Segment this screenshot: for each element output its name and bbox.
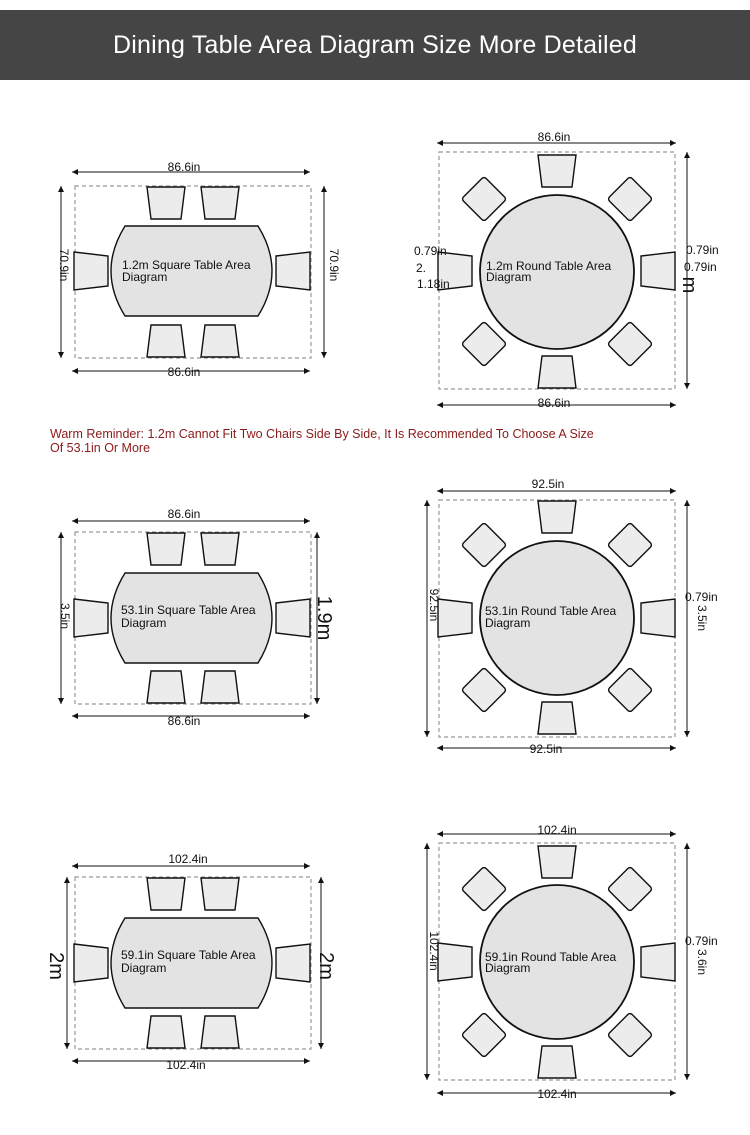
chair — [146, 1015, 186, 1049]
chair — [200, 1015, 240, 1049]
dim-right: 1.9m — [313, 596, 335, 640]
chair — [73, 943, 109, 983]
chair — [437, 942, 473, 982]
round-table-diagram-1: 86.6in 86.6in 1.2m Round Table Area Diag… — [414, 130, 719, 410]
chair — [146, 186, 186, 220]
square-table-diagram-3: 102.4in 102.4in 2m 2m 59.1in Square Tabl… — [45, 852, 337, 1072]
dim-left: 3.5in — [58, 603, 72, 629]
chair — [537, 154, 577, 188]
dim-left-a: 0.79in — [414, 244, 447, 258]
table-shape — [110, 225, 273, 317]
chair — [73, 251, 109, 291]
dim-top: 86.6in — [168, 507, 201, 521]
square-table-diagram-1: 86.6in 86.6in 70.9in 70.9in 1.2m Square … — [57, 160, 341, 379]
table-label-line1: 1.2m Square Table Area — [122, 258, 251, 272]
dim-top: 102.4in — [168, 852, 207, 866]
dim-left: 2m — [45, 952, 67, 980]
chair — [275, 598, 311, 638]
table-label-line2: Diagram — [485, 616, 530, 630]
table-label-line1: 1.2m Round Table Area — [486, 259, 612, 273]
dim-left-c: 1.18in — [417, 277, 450, 291]
table-label-line1: 59.1in Square Table Area — [121, 948, 256, 962]
dim-bottom: 102.4in — [537, 1087, 576, 1101]
dim-bottom: 102.4in — [166, 1058, 205, 1072]
dim-right-a: 0.79in — [685, 934, 718, 948]
dim-left: 70.9in — [57, 249, 71, 282]
dim-bottom: 86.6in — [168, 714, 201, 728]
chair — [437, 598, 473, 638]
chair — [606, 666, 654, 714]
dim-right-a: 0.79in — [686, 243, 719, 257]
table-shape — [479, 884, 635, 1040]
table-label-line1: 59.1in Round Table Area — [485, 950, 617, 964]
page-title: Dining Table Area Diagram Size More Deta… — [113, 30, 637, 59]
dim-bottom: 86.6in — [168, 365, 201, 379]
warm-reminder: Warm Reminder: 1.2m Cannot Fit Two Chair… — [50, 427, 594, 455]
chair — [200, 186, 240, 220]
chair — [537, 500, 577, 534]
chair — [537, 845, 577, 879]
table-shape — [479, 540, 635, 696]
dim-right-b: 3.6in — [695, 949, 709, 975]
dim-right-a: 0.79in — [685, 590, 718, 604]
chair — [460, 666, 508, 714]
chair — [606, 521, 654, 569]
chair — [640, 942, 676, 982]
chair — [460, 865, 508, 913]
dim-right-c: m — [678, 277, 700, 294]
chair — [275, 251, 311, 291]
table-shape — [479, 194, 635, 350]
table-label-line2: Diagram — [485, 961, 530, 975]
chair — [275, 943, 311, 983]
dim-top: 102.4in — [537, 823, 576, 837]
round-table-diagram-3: 102.4in 102.4in 102.4in 59.1in Round Tab… — [424, 823, 718, 1101]
dim-right-b: 0.79in — [684, 260, 717, 274]
chair — [146, 670, 186, 704]
dim-top: 92.5in — [532, 477, 565, 491]
table-label-line1: 53.1in Round Table Area — [485, 604, 617, 618]
chair — [200, 532, 240, 566]
table-label-line2: Diagram — [121, 961, 166, 975]
round-table-diagram-2: 92.5in 92.5in 92.5in 53.1in Round Table … — [424, 477, 718, 756]
chair — [606, 320, 654, 368]
chair — [460, 175, 508, 223]
chair — [537, 1045, 577, 1079]
dim-bottom: 86.6in — [538, 396, 571, 410]
chair — [146, 877, 186, 911]
chair — [606, 175, 654, 223]
chair — [460, 1011, 508, 1059]
chair — [537, 701, 577, 735]
chair — [146, 324, 186, 358]
dim-top: 86.6in — [538, 130, 571, 144]
dim-right: 2m — [315, 952, 337, 980]
chair — [640, 598, 676, 638]
chair — [460, 521, 508, 569]
table-shape — [110, 917, 273, 1009]
chair — [73, 598, 109, 638]
dim-bottom: 92.5in — [530, 742, 563, 756]
chair — [606, 865, 654, 913]
table-label-line2: Diagram — [122, 270, 167, 284]
chair — [146, 532, 186, 566]
chair — [200, 670, 240, 704]
dim-top: 86.6in — [168, 160, 201, 174]
header-banner: Dining Table Area Diagram Size More Deta… — [0, 10, 750, 80]
table-shape — [110, 572, 273, 664]
chair — [200, 877, 240, 911]
dim-left-b: 2. — [416, 261, 426, 275]
chair — [640, 251, 676, 291]
chair — [606, 1011, 654, 1059]
table-label-line1: 53.1in Square Table Area — [121, 603, 256, 617]
chair — [460, 320, 508, 368]
table-label-line2: Diagram — [121, 616, 166, 630]
chair — [200, 324, 240, 358]
square-table-diagram-2: 86.6in 86.6in 3.5in 1.9m 53.1in Square T… — [58, 507, 335, 728]
chair — [537, 355, 577, 389]
dim-right-b: 3.5in — [695, 605, 709, 631]
dim-right: 70.9in — [327, 249, 341, 282]
table-label-line2: Diagram — [486, 270, 531, 284]
